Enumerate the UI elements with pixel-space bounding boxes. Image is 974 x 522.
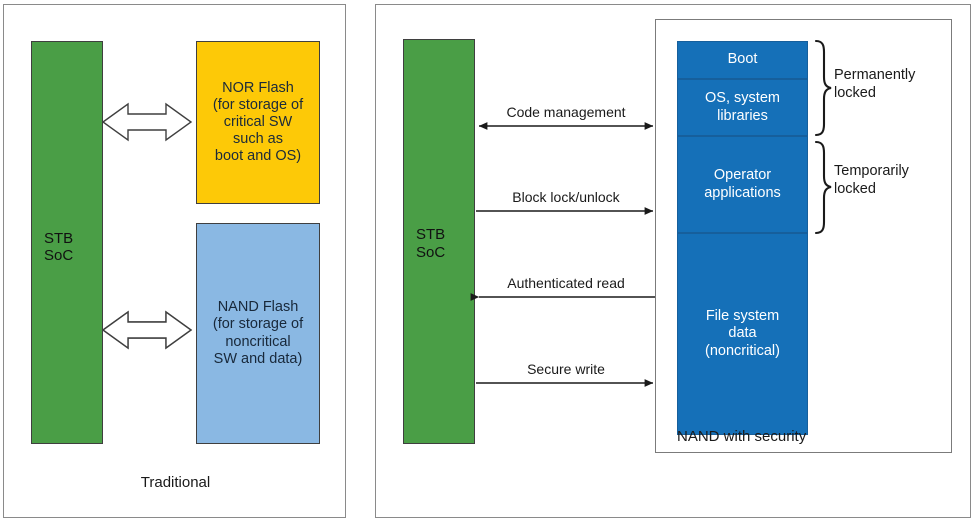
caption-traditional: Traditional xyxy=(140,474,211,491)
label-code-management: Code management xyxy=(506,104,626,120)
block-label: Boot xyxy=(727,51,758,68)
block-boot: Boot xyxy=(677,41,808,79)
label-block-lock-unlock: Block lock/unlock xyxy=(512,189,620,205)
nand-security-container-label: NAND with security xyxy=(677,428,807,445)
label-secure-write: Secure write xyxy=(527,361,605,377)
label-authenticated-read: Authenticated read xyxy=(507,275,625,291)
